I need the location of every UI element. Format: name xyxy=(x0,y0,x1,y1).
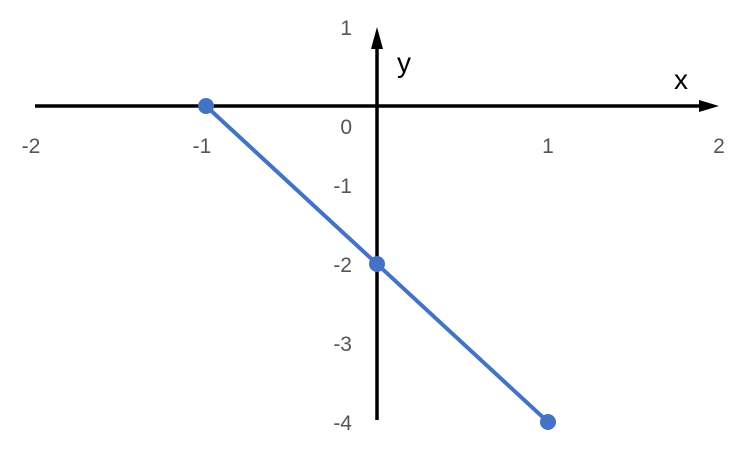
x-tick-label: 1 xyxy=(542,135,554,158)
y-tick-label: -3 xyxy=(333,333,352,356)
data-series xyxy=(198,98,556,430)
y-tick-label: -1 xyxy=(333,175,352,198)
x-tick-label: 2 xyxy=(713,135,725,158)
x-tick-labels: -2 -1 1 2 xyxy=(22,135,725,158)
y-axis-label: y xyxy=(397,47,411,78)
y-tick-label: 0 xyxy=(340,116,352,139)
y-tick-label: 1 xyxy=(340,17,352,40)
y-tick-label: -4 xyxy=(333,412,352,435)
y-tick-label: -2 xyxy=(333,254,352,277)
data-point-marker xyxy=(198,98,214,114)
x-tick-label: -1 xyxy=(193,135,212,158)
data-point-marker xyxy=(369,256,385,272)
data-point-marker xyxy=(540,414,556,430)
y-axis xyxy=(371,27,383,420)
x-axis-arrowhead xyxy=(699,100,719,112)
y-tick-labels: 1 0 -1 -2 -3 -4 xyxy=(333,17,352,435)
x-axis xyxy=(35,100,719,112)
x-tick-label: -2 xyxy=(22,135,41,158)
x-axis-label: x xyxy=(674,64,688,95)
y-axis-arrowhead xyxy=(371,27,383,49)
